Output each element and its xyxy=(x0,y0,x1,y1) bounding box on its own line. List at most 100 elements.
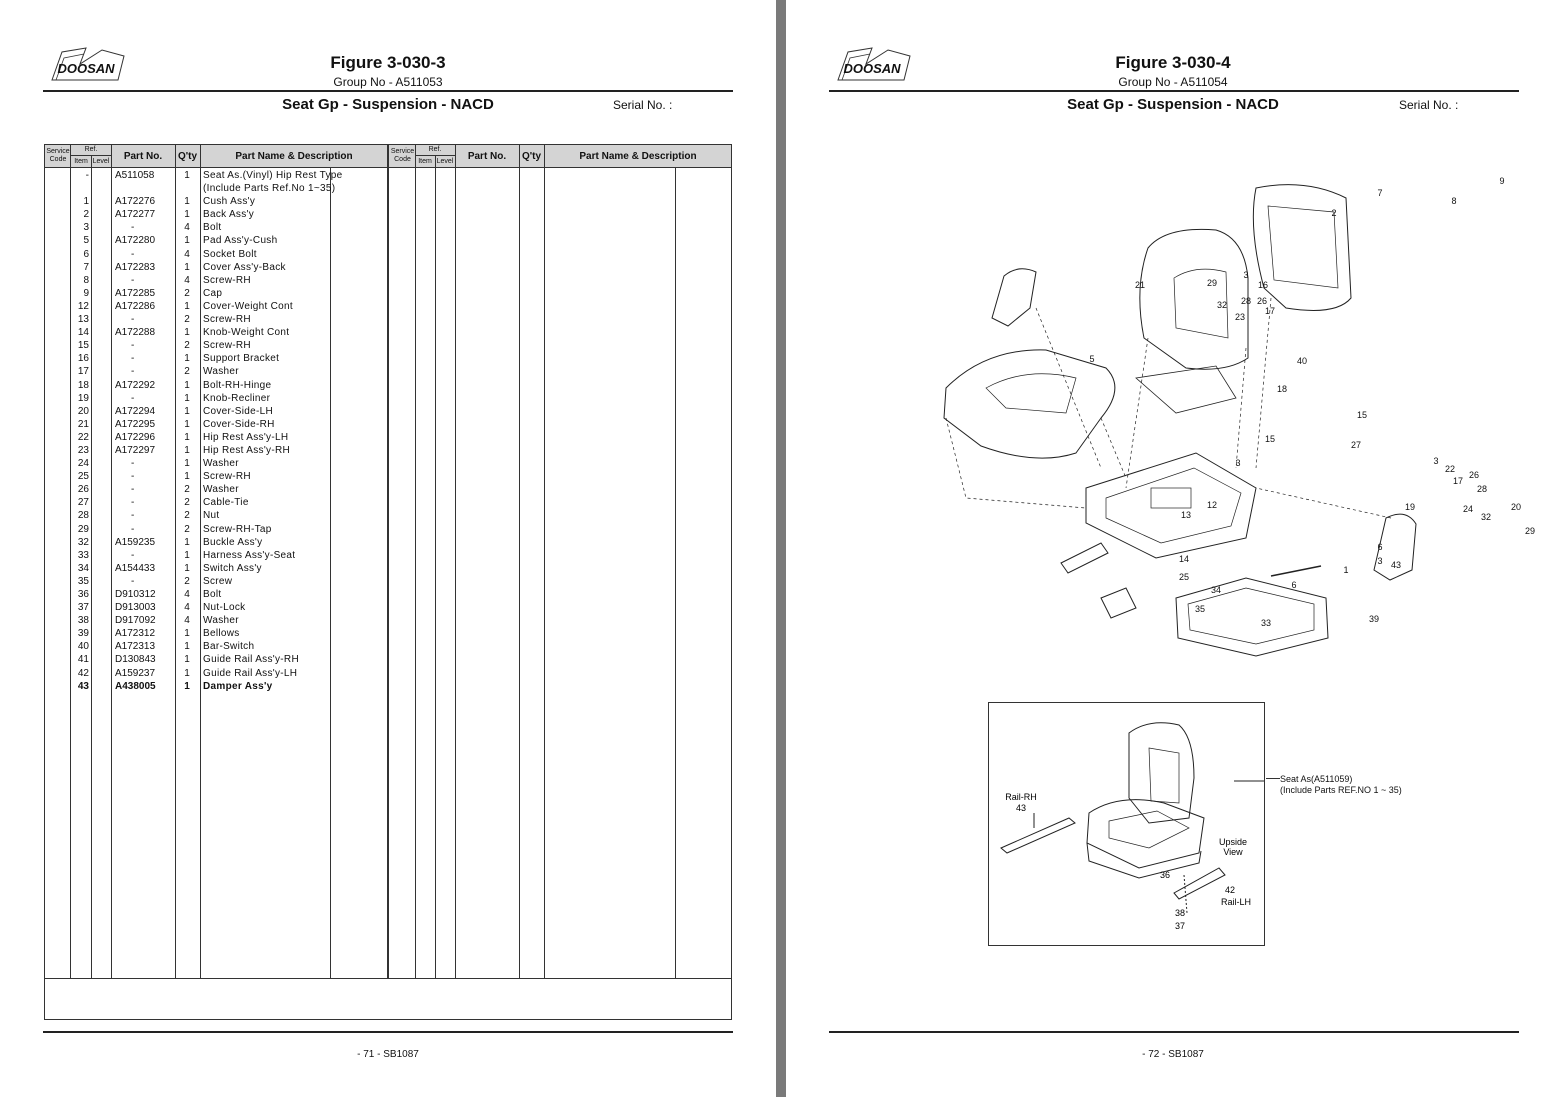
doosan-logo: DOOSAN xyxy=(51,47,125,81)
row-item-no: 32 xyxy=(77,536,89,548)
row-item-no: 6 xyxy=(83,248,89,260)
row-part-name: Pad Ass'y-Cush xyxy=(203,235,278,247)
row-part-no: - xyxy=(131,510,135,522)
row-qty: 4 xyxy=(184,274,190,286)
row-part-no: A172294 xyxy=(115,405,156,417)
row-part-name: Harness Ass'y-Seat xyxy=(203,549,296,561)
callout-number: 16 xyxy=(1258,280,1268,290)
row-qty: 1 xyxy=(184,379,190,391)
row-qty: 1 xyxy=(184,536,190,548)
row-part-name: Cap xyxy=(203,287,223,299)
row-part-no: D910312 xyxy=(115,589,156,600)
callout-number: 14 xyxy=(1179,554,1189,564)
callout-number: 15 xyxy=(1357,410,1367,420)
inset-view: Rail-RH 43 Upside View 36 42 Rail-LH 38 … xyxy=(988,702,1279,946)
row-item-no: 27 xyxy=(77,497,89,509)
row-item-no: 12 xyxy=(77,300,89,312)
inset-42: 42 xyxy=(1225,885,1235,895)
hip-rest-right xyxy=(1373,513,1417,581)
row-item-no: 42 xyxy=(77,667,89,679)
callout-number: 35 xyxy=(1195,604,1205,614)
bellows-shape xyxy=(1175,577,1329,657)
footer-rule-right xyxy=(829,1031,1519,1033)
row-qty: 1 xyxy=(184,471,190,483)
group-number-right: Group No - A511054 xyxy=(1118,75,1228,89)
callout-number: 15 xyxy=(1265,434,1275,444)
row-part-name: Washer xyxy=(203,615,239,627)
hip-rest-left xyxy=(991,268,1037,327)
header-item: Item xyxy=(74,157,88,165)
row-part-name: Bolt xyxy=(203,589,222,600)
row-part-name: Hip Rest Ass'y-LH xyxy=(203,431,289,443)
row-item-no: - xyxy=(85,170,89,181)
row-item-no: 1 xyxy=(83,196,89,208)
row-part-no: A154433 xyxy=(115,562,156,574)
seat-note-leader xyxy=(1266,778,1280,779)
row-part-no: - xyxy=(131,274,135,286)
row-qty: 1 xyxy=(184,680,190,692)
callout-number: 32 xyxy=(1217,300,1227,310)
callout-number: 43 xyxy=(1391,560,1401,570)
row-item-no: 39 xyxy=(77,628,89,640)
row-item-no: 33 xyxy=(77,549,89,561)
callout-number: 25 xyxy=(1179,572,1189,582)
callout-number: 6 xyxy=(1377,542,1382,552)
callout-number: 13 xyxy=(1181,510,1191,520)
inset-seat-drawing: Rail-RH 43 Upside View 36 42 Rail-LH 38 … xyxy=(1000,722,1279,931)
row-qty: 1 xyxy=(184,261,190,273)
callout-number: 9 xyxy=(1499,176,1504,186)
row-item-no: 15 xyxy=(77,340,89,352)
row-part-name: Guide Rail Ass'y-LH xyxy=(203,667,298,679)
row-item-no: 5 xyxy=(83,235,89,247)
row-qty: 1 xyxy=(184,392,190,404)
row-item-no: 34 xyxy=(77,562,89,574)
row-item-no: 7 xyxy=(83,261,89,273)
row-qty: 2 xyxy=(184,523,190,535)
row-qty: 1 xyxy=(184,327,190,339)
callout-number: 23 xyxy=(1235,312,1245,322)
row-part-name: Bellows xyxy=(203,628,240,640)
row-qty: 1 xyxy=(184,628,190,640)
row-part-name: Screw-RH xyxy=(203,471,251,483)
row-part-name: Knob-Recliner xyxy=(203,392,271,404)
row-part-no: A172313 xyxy=(115,641,156,653)
row-part-no: D130843 xyxy=(115,654,156,666)
callout-number: 2 xyxy=(1331,208,1336,218)
row-part-name: (Include Parts Ref.No 1~35) xyxy=(203,183,336,195)
row-part-no: - xyxy=(131,523,135,535)
row-qty: 1 xyxy=(184,353,190,365)
row-part-name: Back Ass'y xyxy=(203,209,255,221)
callout-number: 8 xyxy=(1451,196,1456,206)
row-qty: 1 xyxy=(184,549,190,561)
header-part-no: Part No. xyxy=(123,150,163,162)
seat-note: Seat As(A511059) (Include Parts REF.NO 1… xyxy=(1280,774,1402,796)
row-qty: 1 xyxy=(184,641,190,653)
header-rule-right xyxy=(829,90,1519,92)
row-part-name: Cover-Side-RH xyxy=(203,418,275,430)
row-part-no: - xyxy=(131,366,135,378)
inset-rail-rh-label: Rail-RH xyxy=(1005,792,1037,802)
inset-upside: Upside xyxy=(1219,837,1247,847)
callout-number: 3 xyxy=(1235,458,1240,468)
suspension-base xyxy=(1085,452,1257,559)
header-qty-2: Q'ty xyxy=(521,150,542,162)
row-part-name: Cush Ass'y xyxy=(203,196,256,208)
callout-number: 3 xyxy=(1243,270,1248,280)
callout-number: 6 xyxy=(1291,580,1296,590)
row-item-no: 14 xyxy=(77,327,89,339)
row-part-no: A172296 xyxy=(115,431,156,443)
row-item-no: 35 xyxy=(77,575,89,587)
